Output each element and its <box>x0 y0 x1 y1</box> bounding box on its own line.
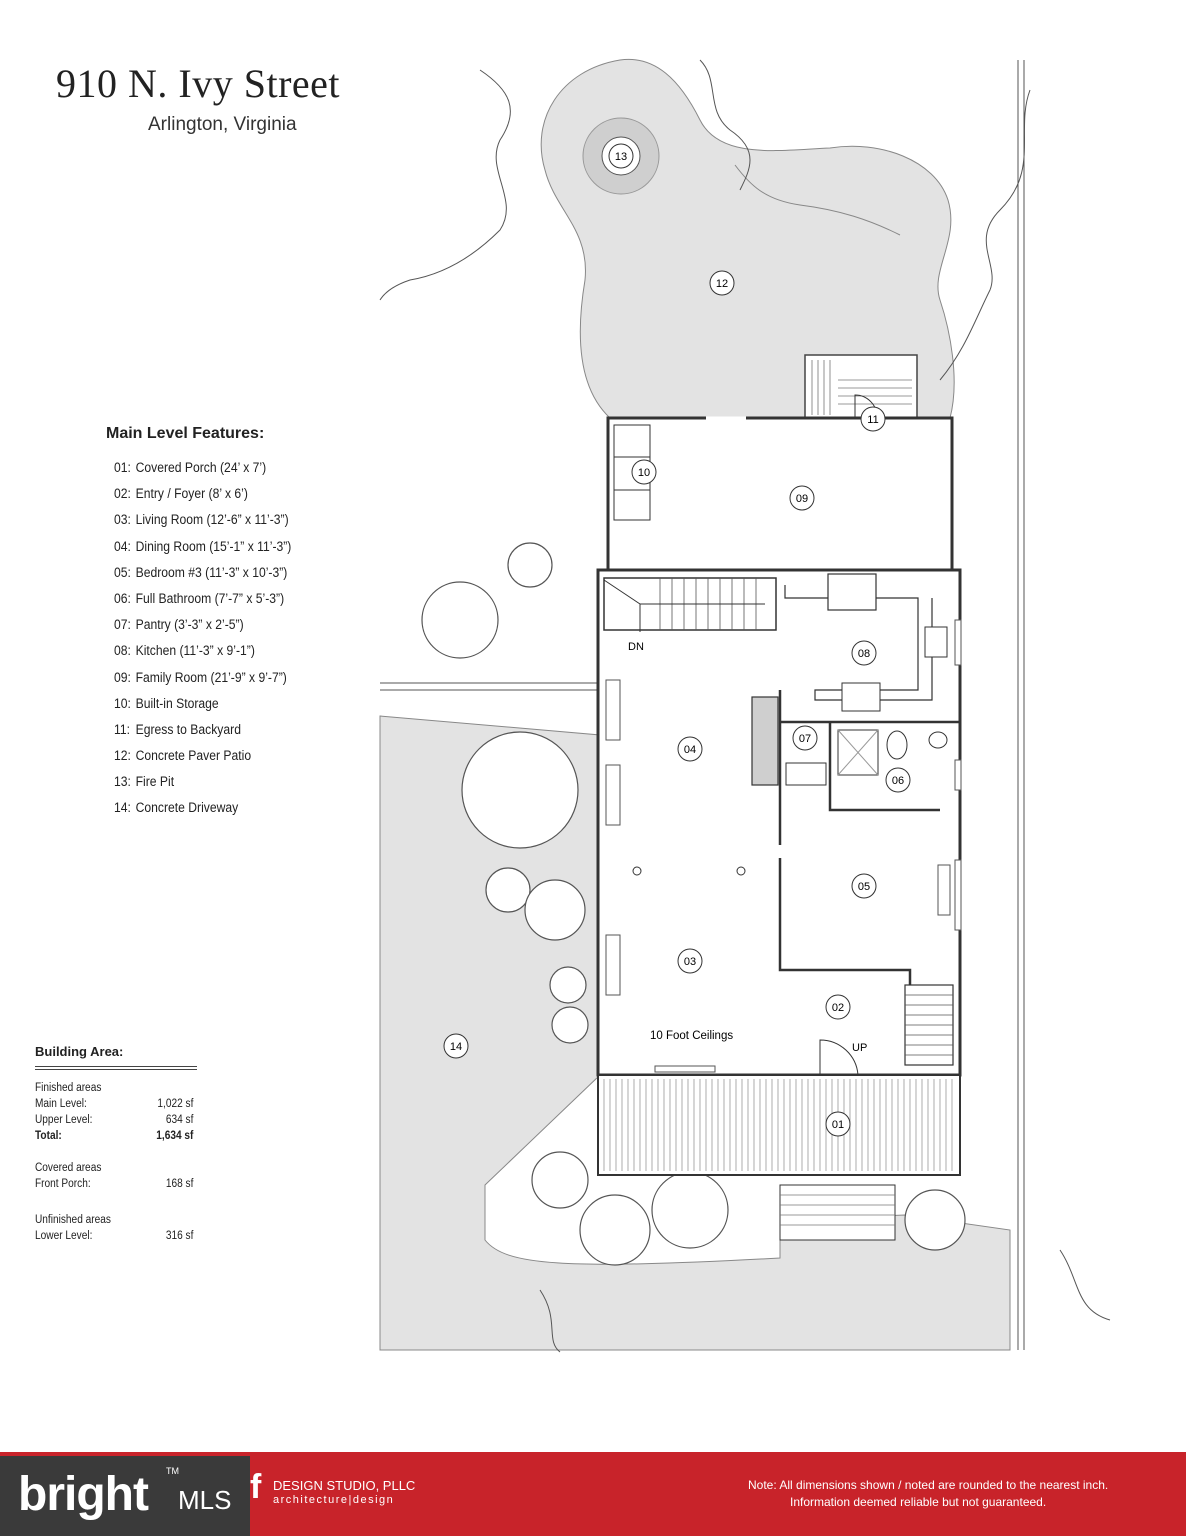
mls-logo-box <box>0 1456 250 1536</box>
mls-logo-text: MLS <box>178 1485 232 1515</box>
property-location: Arlington, Virginia <box>148 114 297 135</box>
property-title: 910 N. Ivy Street <box>56 61 341 106</box>
trees <box>421 542 966 1266</box>
feature-item: 06:Full Bathroom (7’-7” x 5’-3”) <box>114 590 285 606</box>
feature-item: 13:Fire Pit <box>114 774 175 790</box>
room-tag-01: 01 <box>825 1111 851 1137</box>
down-stair-label: DN <box>628 641 644 653</box>
room-tag-12: 12 <box>709 270 735 296</box>
front-porch-label: Front Porch: <box>35 1178 91 1190</box>
feature-item: 09:Family Room (21’-9” x 9’-7”) <box>114 669 287 685</box>
room-tag-14: 14 <box>443 1033 469 1059</box>
room-tag-07: 07 <box>792 725 818 751</box>
feature-item: 12:Concrete Paver Patio <box>114 748 252 764</box>
feature-item: 10:Built-in Storage <box>114 695 219 711</box>
lower-level-label: Lower Level: <box>35 1230 93 1242</box>
bright-logo: bright <box>18 1468 149 1521</box>
trademark-mark: TM <box>166 1466 179 1476</box>
svg-text:14: 14 <box>450 1041 462 1053</box>
room-tags: 01 02 03 04 05 06 07 08 09 10 11 12 13 1… <box>443 143 911 1137</box>
room-tag-13: 13 <box>608 143 634 169</box>
svg-text:09: 09 <box>796 493 808 505</box>
room-tag-05: 05 <box>851 873 877 899</box>
disclaimer-line-2: Information deemed reliable but not guar… <box>790 1495 1047 1509</box>
feature-item: 05:Bedroom #3 (11’-3” x 10’-3”) <box>114 564 288 580</box>
svg-text:12: 12 <box>716 278 728 290</box>
svg-text:03: 03 <box>684 956 696 968</box>
unfinished-heading: Unfinished areas <box>35 1214 111 1226</box>
finished-heading: Finished areas <box>35 1082 102 1094</box>
svg-text:10: 10 <box>638 467 650 479</box>
svg-text:06: 06 <box>892 775 904 787</box>
main-level-value: 1,022 sf <box>157 1098 194 1110</box>
studio-logo-mark: f <box>250 1468 262 1506</box>
total-label: Total: <box>35 1130 62 1142</box>
feature-item: 02:Entry / Foyer (8’ x 6’) <box>114 486 248 502</box>
room-tag-08: 08 <box>851 640 877 666</box>
feature-item: 11:Egress to Backyard <box>114 721 241 737</box>
covered-heading: Covered areas <box>35 1162 102 1174</box>
room-tag-04: 04 <box>677 736 703 762</box>
up-stair-label: UP <box>852 1042 867 1054</box>
feature-item: 01:Covered Porch (24’ x 7’) <box>114 460 267 475</box>
room-tag-03: 03 <box>677 948 703 974</box>
svg-text:07: 07 <box>799 733 811 745</box>
studio-name: DESIGN STUDIO, PLLC <box>273 1478 416 1493</box>
feature-item: 08:Kitchen (11’-3” x 9’-1”) <box>114 643 255 659</box>
ceiling-note: 10 Foot Ceilings <box>650 1030 733 1042</box>
floor-plan: 01 02 03 04 05 06 07 08 09 10 11 12 13 1… <box>379 58 1111 1353</box>
room-tag-10: 10 <box>631 459 657 485</box>
building-area-table: Finished areas Main Level: 1,022 sf Upper… <box>35 1082 193 1246</box>
building-area-heading: Building Area: <box>35 1044 124 1059</box>
room-tag-11: 11 <box>860 406 886 432</box>
disclaimer-line-1: Note: All dimensions shown / noted are r… <box>748 1478 1109 1492</box>
upper-level-label: Upper Level: <box>35 1114 93 1126</box>
svg-text:08: 08 <box>858 648 870 660</box>
studio-tagline: architecture|design <box>273 1494 395 1506</box>
room-tag-09: 09 <box>789 485 815 511</box>
room-tag-02: 02 <box>825 994 851 1020</box>
feature-item: 03:Living Room (12’-6” x 11’-3”) <box>114 512 289 528</box>
features-heading: Main Level Features: <box>106 425 265 442</box>
lower-level-value: 316 sf <box>165 1230 194 1242</box>
feature-item: 14:Concrete Driveway <box>114 800 239 816</box>
svg-text:04: 04 <box>684 744 696 756</box>
svg-text:05: 05 <box>858 881 870 893</box>
feature-item: 07:Pantry (3’-3” x 2’-5”) <box>114 617 244 633</box>
building-area-rule <box>35 1066 197 1070</box>
front-porch-value: 168 sf <box>165 1178 194 1190</box>
features-list: 01:Covered Porch (24’ x 7’) 02:Entry / F… <box>114 460 311 827</box>
total-value: 1,634 sf <box>156 1130 194 1142</box>
svg-text:02: 02 <box>832 1002 844 1014</box>
feature-item: 04:Dining Room (15’-1” x 11’-3”) <box>114 538 292 554</box>
room-tag-06: 06 <box>885 767 911 793</box>
upper-level-value: 634 sf <box>165 1114 194 1126</box>
main-level-label: Main Level: <box>35 1098 87 1110</box>
svg-text:13: 13 <box>615 151 627 163</box>
svg-text:01: 01 <box>832 1119 844 1131</box>
svg-text:11: 11 <box>867 414 878 426</box>
